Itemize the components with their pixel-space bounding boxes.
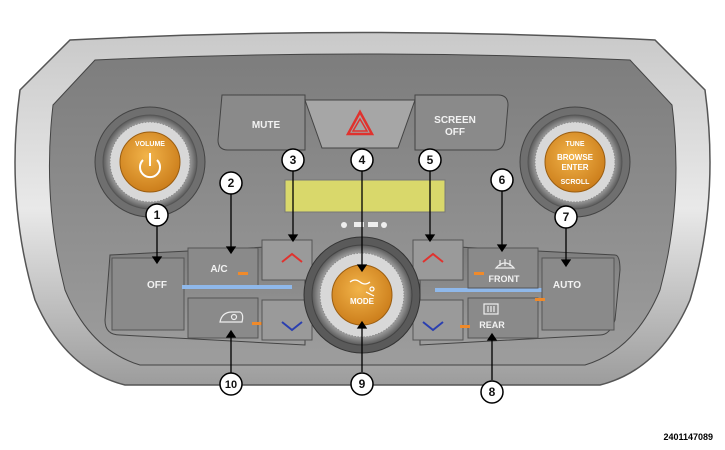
figure-id: 2401147089 — [663, 432, 713, 442]
mode-knob[interactable]: MODE — [303, 236, 421, 354]
fan-speed-icons — [341, 222, 387, 228]
ac-button[interactable] — [187, 247, 259, 289]
rear-defrost-button[interactable] — [467, 297, 539, 339]
callout-2: 2 — [219, 171, 243, 195]
power-icon — [139, 153, 161, 179]
svg-text:10: 10 — [225, 379, 237, 391]
off-button-label: OFF — [147, 280, 167, 291]
front-defrost-indicator — [474, 272, 484, 275]
auto-indicator — [535, 298, 545, 301]
front-defrost-label: FRONT — [489, 274, 520, 284]
svg-text:5: 5 — [427, 153, 434, 167]
svg-text:8: 8 — [489, 385, 496, 399]
top-button-strip: MUTE SCREEN OFF — [217, 94, 509, 151]
hazard-button[interactable] — [304, 99, 416, 149]
volume-knob-label: VOLUME — [135, 141, 165, 148]
right-temp-up-icon — [422, 252, 444, 263]
mute-button-label: MUTE — [252, 120, 281, 131]
callouts — [151, 170, 572, 380]
callout-9: 9 — [350, 372, 374, 396]
svg-text:4: 4 — [359, 153, 366, 167]
callout-7: 7 — [554, 205, 578, 229]
recirculation-icon — [219, 311, 244, 323]
recirculation-indicator — [252, 322, 262, 325]
hazard-icon — [345, 109, 375, 136]
mode-knob-label: MODE — [350, 297, 375, 306]
off-button[interactable] — [111, 257, 185, 331]
left-temp-bar — [182, 285, 292, 289]
volume-knob[interactable]: VOLUME — [94, 106, 206, 218]
callout-1: 1 — [145, 203, 169, 227]
svg-text:6: 6 — [499, 173, 506, 187]
ac-indicator — [238, 272, 248, 275]
left-temp-down-button[interactable] — [261, 299, 313, 341]
screen-off-button[interactable] — [414, 94, 509, 151]
callout-8: 8 — [480, 380, 504, 404]
svg-text:1: 1 — [154, 208, 161, 222]
callout-10: 10 — [219, 372, 243, 396]
right-temp-down-icon — [422, 321, 444, 332]
right-temp-bar — [435, 288, 545, 292]
svg-text:9: 9 — [359, 377, 366, 391]
left-temp-down-icon — [281, 321, 303, 332]
left-temp-up-icon — [281, 252, 303, 263]
callout-6: 6 — [490, 168, 514, 192]
tune-label: TUNE — [565, 141, 584, 148]
hazard-icon-inner — [351, 117, 369, 132]
mute-button[interactable] — [217, 94, 306, 151]
svg-text:3: 3 — [290, 153, 297, 167]
rear-defrost-icon — [483, 303, 499, 315]
callout-5: 5 — [418, 148, 442, 172]
mode-airflow-icon — [349, 279, 375, 297]
auto-button-label: AUTO — [553, 280, 581, 291]
recirculation-button[interactable] — [187, 297, 259, 339]
rear-defrost-indicator — [460, 325, 470, 328]
left-temp-up-button[interactable] — [261, 239, 313, 281]
browse-label: BROWSE — [557, 153, 594, 162]
screen-off-label-2: OFF — [445, 127, 465, 138]
screen-off-label-1: SCREEN — [434, 115, 476, 126]
right-temp-down-button[interactable] — [412, 299, 464, 341]
front-defrost-icon — [494, 259, 516, 269]
svg-text:2: 2 — [228, 176, 235, 190]
climate-display — [284, 179, 446, 213]
callout-4: 4 — [350, 148, 374, 172]
lower-control-bar: OFF A/C FRONT — [104, 239, 621, 346]
ac-button-label: A/C — [210, 264, 227, 275]
callout-3: 3 — [281, 148, 305, 172]
auto-button[interactable] — [541, 257, 615, 331]
scroll-label: SCROLL — [561, 179, 591, 186]
enter-label: ENTER — [561, 163, 588, 172]
svg-text:7: 7 — [563, 210, 570, 224]
tune-browse-knob[interactable]: TUNE BROWSE ENTER SCROLL — [519, 106, 631, 218]
right-temp-up-button[interactable] — [412, 239, 464, 281]
callout-badges: 1 2 3 4 5 6 7 8 9 10 — [145, 148, 578, 404]
rear-defrost-label: REAR — [479, 320, 505, 330]
